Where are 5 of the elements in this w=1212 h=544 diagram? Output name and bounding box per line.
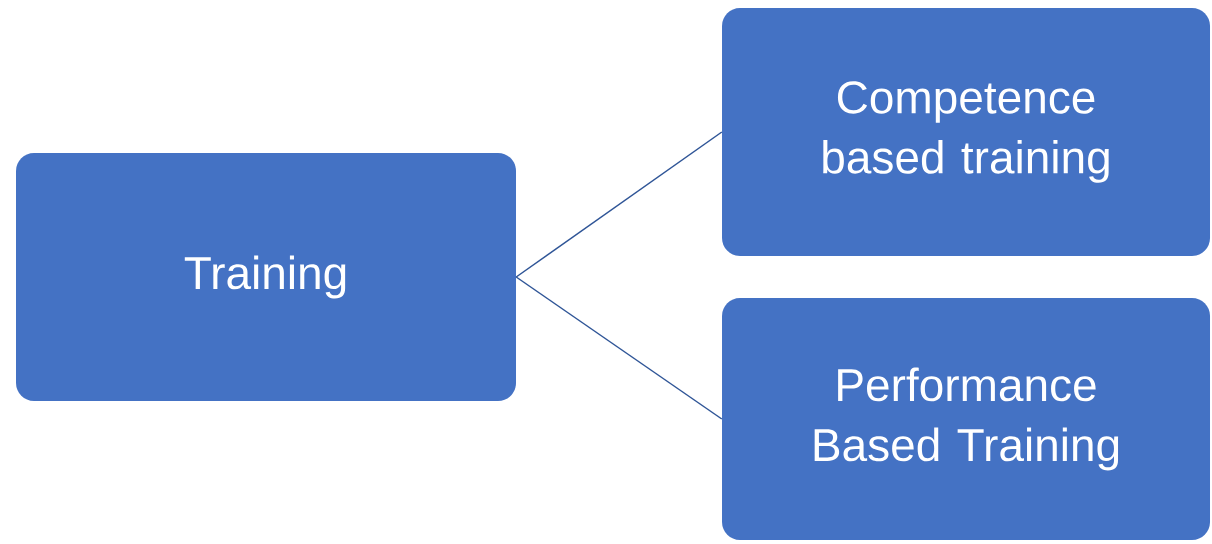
connector-line [515,131,723,278]
process-box: Competence based training [722,8,1210,256]
connector-line [515,276,723,420]
process-box: Performance Based Training [722,298,1210,540]
process-box: Training [16,153,516,401]
